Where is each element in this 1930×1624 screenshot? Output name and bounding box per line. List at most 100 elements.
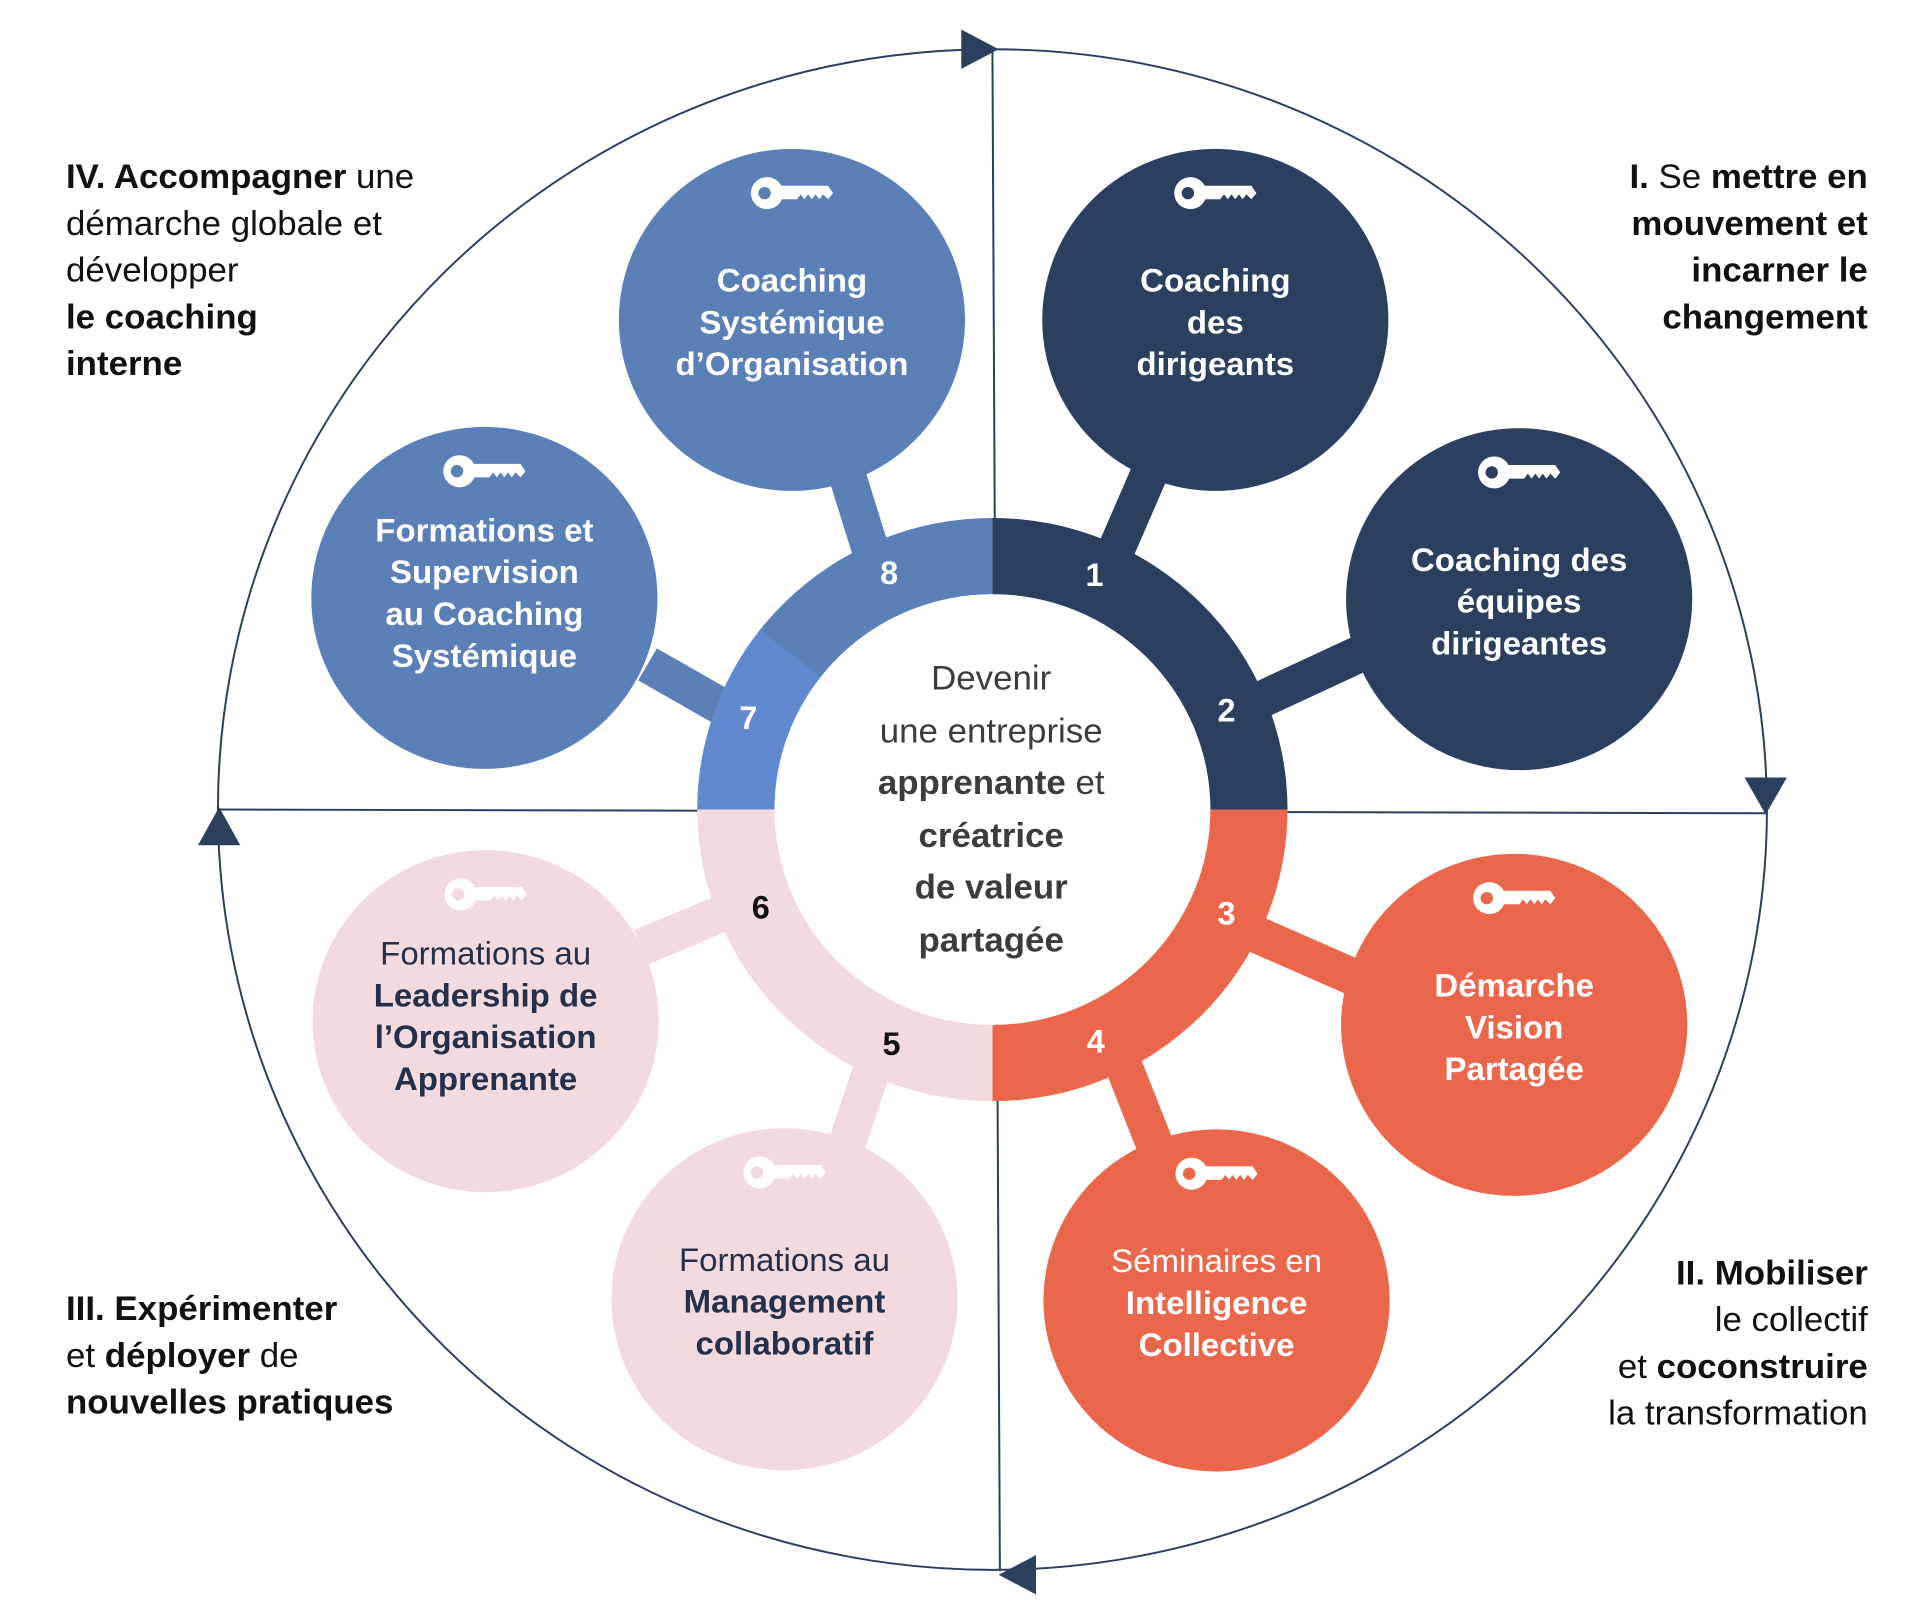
text-line: II. Mobiliser [1608, 1250, 1868, 1297]
text-line: interne [66, 341, 414, 388]
text-line: Leadership de [374, 974, 598, 1016]
text-line: Devenir [878, 653, 1105, 705]
text-segment: mouvement et [1631, 204, 1868, 243]
text-segment: la transformation [1608, 1393, 1868, 1433]
text-segment: apprenante [877, 763, 1066, 802]
text-segment: une entreprise [879, 711, 1103, 750]
text-segment: II. Mobiliser [1676, 1253, 1868, 1292]
text-segment: et [1617, 1347, 1657, 1386]
key-hole [758, 187, 771, 200]
text-line: mouvement et [1629, 201, 1867, 248]
quadrant-II-text: II. Mobiliser le collectif et coconstruire… [1608, 1250, 1868, 1437]
text-segment: coconstruire [1656, 1347, 1868, 1386]
text-segment: une [346, 157, 415, 196]
text-line: Formations et [375, 509, 593, 551]
key-hole [1480, 891, 1493, 905]
text-segment: de valeur [914, 867, 1068, 907]
step-number-5: 5 [882, 1025, 901, 1063]
text-segment: Intelligence [1125, 1284, 1308, 1322]
text-segment: Coaching des [1410, 541, 1628, 579]
text-segment: développer [65, 250, 239, 290]
connector-2 [1249, 635, 1372, 718]
text-line: Systémique [375, 635, 593, 677]
text-line: Formations au [374, 933, 598, 975]
text-line: et déployer de [66, 1332, 393, 1379]
key-hole [452, 888, 465, 901]
center-circle [774, 594, 1211, 1025]
key-blade [780, 185, 834, 200]
text-line: Séminaires en [1111, 1240, 1322, 1282]
text-line: la transformation [1608, 1390, 1868, 1437]
text-segment: partagée [918, 920, 1064, 959]
text-segment: au Coaching [385, 595, 584, 633]
text-segment: démarche globale et [65, 204, 382, 243]
text-segment: I. [1629, 157, 1649, 196]
arrow-up-icon [197, 807, 241, 846]
text-line: Coaching [1136, 260, 1294, 302]
step-number-7: 7 [739, 699, 758, 737]
text-segment: Devenir [931, 658, 1052, 697]
ring-segment-quadrant-III [697, 809, 993, 1102]
text-line: partagée [878, 914, 1105, 966]
text-line: équipes [1411, 581, 1627, 623]
text-segment: Formations au [380, 935, 592, 972]
key-hole [1182, 1167, 1196, 1180]
text-segment: Supervision [389, 553, 579, 591]
text-segment: mettre en [1710, 157, 1868, 196]
key-icon [443, 455, 526, 488]
text-segment: Formations et [375, 511, 594, 549]
arrow-left-icon [998, 1555, 1037, 1595]
text-line: démarche globale et [66, 201, 414, 248]
step-number-3: 3 [1217, 895, 1236, 932]
text-line: collaboratif [679, 1323, 890, 1365]
text-line: incarner le [1629, 247, 1867, 294]
text-segment: Formations au [679, 1241, 890, 1279]
bubble-circle [1341, 853, 1688, 1196]
step-number-2: 2 [1217, 692, 1236, 729]
text-line: au Coaching [375, 593, 593, 635]
text-segment: créatrice [918, 815, 1064, 854]
text-line: le collectif [1608, 1297, 1868, 1344]
text-segment: collaboratif [695, 1325, 874, 1362]
text-segment: Leadership de [373, 976, 598, 1014]
text-line: Intelligence [1111, 1282, 1322, 1324]
step-bubble-8 [618, 148, 966, 491]
text-line: dirigeants [1136, 343, 1294, 385]
step-bubble-5 [611, 1128, 958, 1471]
text-line: Démarche [1434, 965, 1594, 1007]
key-icon [1478, 456, 1561, 489]
ring-segment-highlight [697, 630, 821, 810]
text-segment: Systémique [699, 303, 885, 341]
bubble-circle [1042, 148, 1389, 491]
key-blade [474, 887, 527, 901]
text-line: de valeur [878, 862, 1105, 914]
text-line: I. Se mettre en [1629, 154, 1867, 201]
text-segment: équipes [1456, 583, 1582, 621]
text-line: Systémique [676, 301, 909, 343]
key-blade [1502, 890, 1556, 905]
text-line: d’Organisation [676, 343, 909, 385]
key-icon [444, 878, 527, 911]
text-line: Vision [1434, 1006, 1594, 1048]
step-number-6: 6 [751, 888, 770, 926]
bubble-circle [618, 148, 966, 491]
text-line: Apprenante [374, 1058, 598, 1100]
text-line: Supervision [375, 551, 593, 593]
connector-5 [829, 1064, 890, 1151]
text-line: et coconstruire [1608, 1343, 1868, 1390]
text-segment: Collective [1138, 1326, 1295, 1364]
text-line: créatrice [878, 810, 1105, 862]
text-segment: le collectif [1714, 1300, 1868, 1339]
text-segment: Coaching [716, 262, 868, 299]
text-line: des [1136, 301, 1294, 343]
text-segment: Se [1648, 157, 1711, 196]
